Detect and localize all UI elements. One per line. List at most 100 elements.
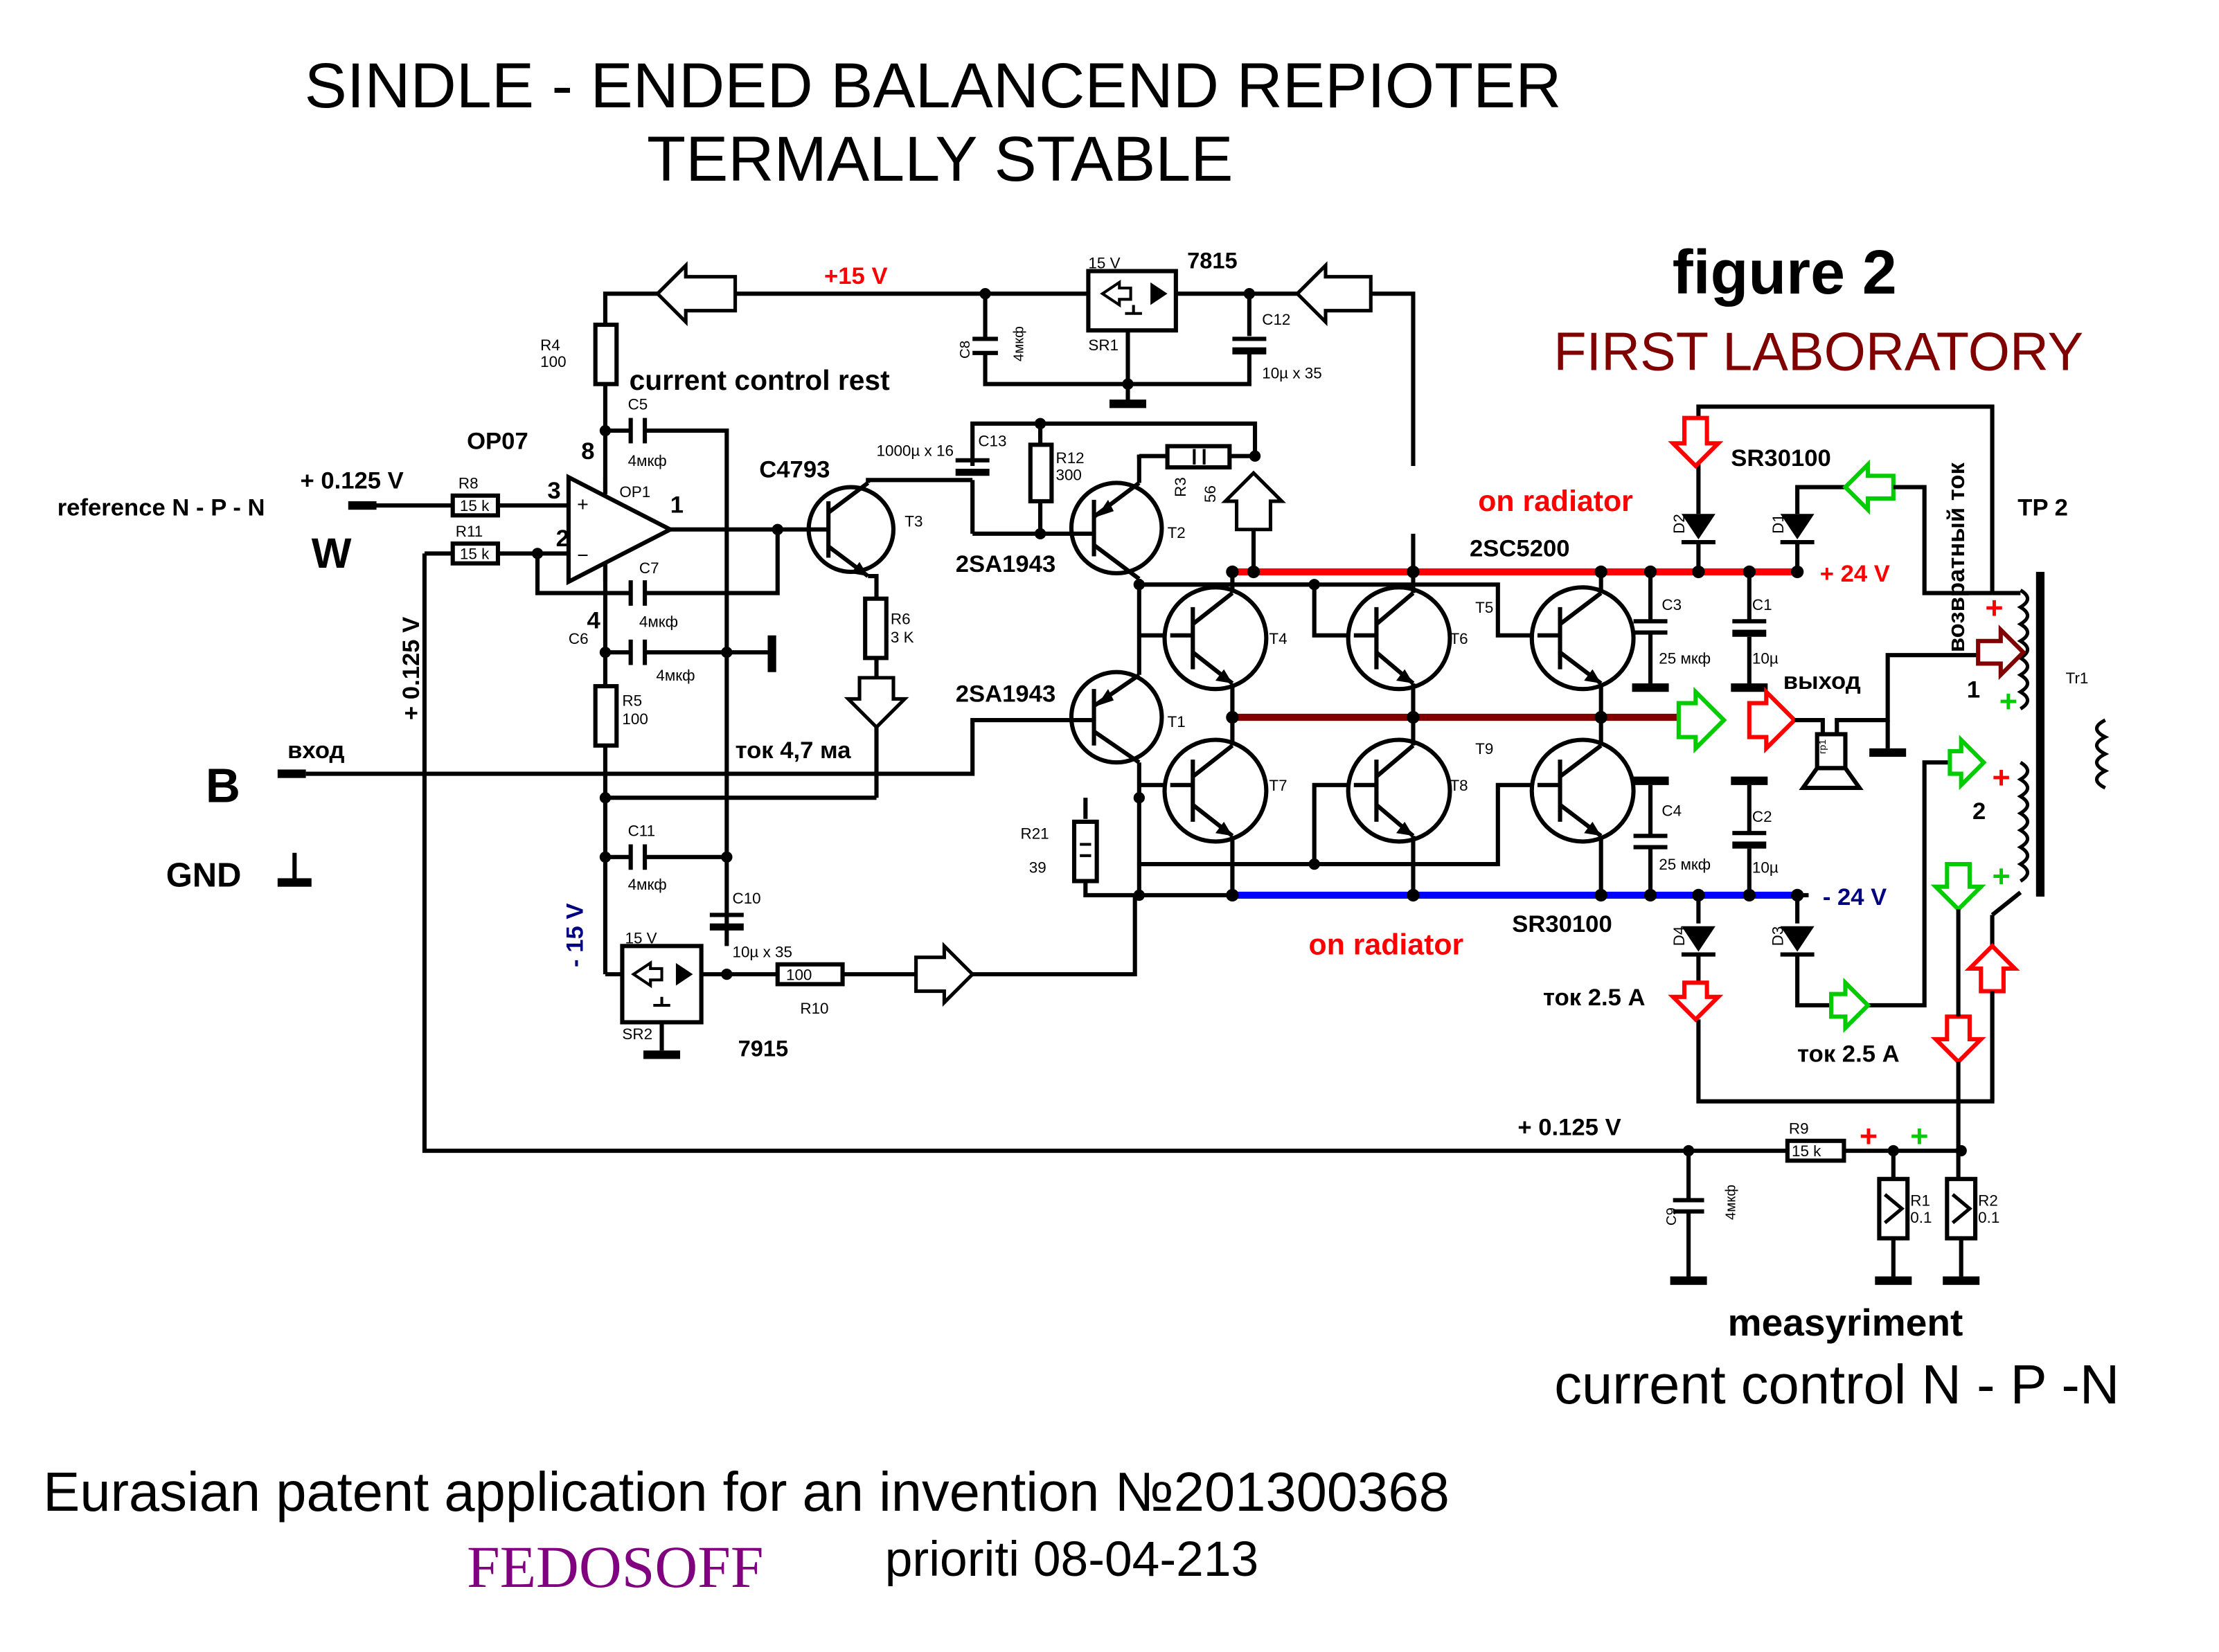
- c8-label: C8: [958, 341, 973, 359]
- c12-value: 10µ x 35: [1262, 365, 1321, 382]
- c4-label: C4: [1661, 802, 1682, 820]
- pin-4: 4: [587, 607, 600, 634]
- plus-0125-a: + 0.125 V: [300, 468, 403, 494]
- ground-sr2: [643, 1050, 681, 1059]
- b-label: B: [206, 758, 240, 812]
- r6-value: 3 K: [891, 629, 914, 646]
- diode-type-top: SR30100: [1731, 445, 1831, 472]
- c12-label: C12: [1262, 311, 1290, 328]
- supply-wiring: [603, 291, 1416, 977]
- sr2-voltage: 15 V: [625, 929, 657, 946]
- r2-value: 0.1: [1978, 1209, 1999, 1226]
- c2-value: 10µ: [1752, 859, 1779, 876]
- lab-label: FIRST LABORATORY: [1553, 322, 2083, 381]
- priority-text: prioriti 08-04-213: [885, 1532, 1258, 1587]
- t3-type: C4793: [759, 456, 830, 483]
- bus-junctions: [531, 288, 1967, 1157]
- plus-mark-6: +: [1910, 1118, 1928, 1153]
- r10-label: R10: [800, 1000, 828, 1017]
- c11-value: 4мкф: [628, 876, 667, 893]
- capacitor-c10: [709, 913, 744, 931]
- r12-value: 300: [1056, 466, 1082, 483]
- d3-label: D3: [1770, 926, 1787, 946]
- vyhod-label: выход: [1783, 668, 1861, 694]
- capacitor-c1: [1732, 619, 1767, 637]
- plus24-label: + 24 V: [1820, 561, 1890, 587]
- c3-value: 25 мкф: [1659, 649, 1711, 667]
- resistor-r11: [450, 541, 501, 566]
- svg-text:−: −: [577, 545, 589, 567]
- r5-value: 100: [622, 710, 648, 728]
- svg-text:+: +: [577, 494, 589, 516]
- c10-value: 10µ x 35: [733, 944, 792, 961]
- measurement-label: measyriment: [1728, 1301, 1963, 1344]
- tok47-label: ток 4,7 ма: [736, 737, 852, 764]
- t7-label: T7: [1269, 777, 1287, 794]
- r11-value: 15 k: [460, 546, 490, 563]
- c13-value: 1000µ x 16: [877, 442, 954, 460]
- plus-mark-3: +: [1993, 760, 2011, 795]
- speaker-label: гр1: [1817, 739, 1828, 754]
- arrow-output-green: [1676, 686, 1727, 754]
- plus-15-label: +15 V: [824, 263, 888, 289]
- r2-label: R2: [1978, 1192, 1998, 1210]
- reference-terminal: [348, 501, 377, 510]
- arrow-r6-down: [844, 676, 909, 730]
- c4-value: 25 мкф: [1659, 856, 1711, 873]
- b-terminal: [277, 769, 306, 778]
- t6-label: T6: [1450, 630, 1468, 647]
- capacitor-c3: [1633, 619, 1668, 635]
- plus-mark-4: +: [1993, 859, 2011, 894]
- capacitor-c11: [628, 844, 648, 870]
- capacitor-c5: [628, 418, 648, 444]
- t5-label: T5: [1475, 599, 1493, 616]
- regulator-sr1: [1086, 269, 1178, 333]
- resistor-r12: [1028, 442, 1054, 504]
- arrow-d3-green: [1829, 977, 1871, 1034]
- arrow-15v-left: [654, 261, 738, 327]
- r8-label: R8: [458, 475, 479, 492]
- opamp: + −: [350, 474, 785, 595]
- tap-1: 1: [1967, 676, 1980, 703]
- t3-label: T3: [904, 513, 923, 530]
- arrow-15v-right: [1294, 261, 1373, 327]
- pin-2: 2: [556, 526, 569, 552]
- c9-value: 4мкф: [1723, 1185, 1738, 1220]
- arrow-r3-up: [1221, 470, 1286, 532]
- arrow-d1-green: [1842, 459, 1896, 515]
- figure-label: figure 2: [1673, 238, 1897, 307]
- r6-label: R6: [891, 610, 911, 627]
- diode-d1: [1780, 514, 1815, 545]
- capacitor-c6: [628, 639, 648, 665]
- resistor-r1: [1877, 1176, 1910, 1241]
- t4-label: T4: [1269, 630, 1287, 647]
- r10-value: 100: [786, 966, 812, 983]
- tr1-label: Tr1: [2066, 670, 2089, 687]
- resistor-r3: [1165, 444, 1232, 470]
- pin-1: 1: [670, 492, 684, 518]
- transistor-t5: [1529, 571, 1636, 717]
- transistor-t9: [1529, 717, 1636, 895]
- r21-label: R21: [1021, 825, 1049, 842]
- r9-label: R9: [1789, 1120, 1809, 1138]
- arrow-d4-red: [1668, 980, 1724, 1023]
- r4-value: 100: [540, 353, 566, 370]
- c5-value: 4мкф: [628, 452, 667, 469]
- r12-label: R12: [1056, 449, 1085, 467]
- arrow-tap2-green: [1948, 735, 1987, 791]
- sr2-label: SR2: [622, 1025, 652, 1043]
- regulator-sr2: [620, 944, 704, 1025]
- c7-value: 4мкф: [639, 613, 678, 630]
- capacitor-c13: [955, 458, 990, 476]
- speaker: гр1: [1799, 732, 1864, 790]
- on-radiator-top: on radiator: [1478, 485, 1633, 518]
- arrow-r10-right: [914, 942, 975, 1007]
- capacitor-c7: [628, 580, 648, 606]
- sr2-type: 7915: [738, 1035, 789, 1061]
- ground-sr1: [1110, 399, 1147, 408]
- minus-15-label: - 15 V: [562, 903, 588, 967]
- current-control-rest: current control rest: [630, 364, 890, 396]
- c2-label: C2: [1752, 808, 1772, 825]
- d2-label: D2: [1670, 514, 1688, 534]
